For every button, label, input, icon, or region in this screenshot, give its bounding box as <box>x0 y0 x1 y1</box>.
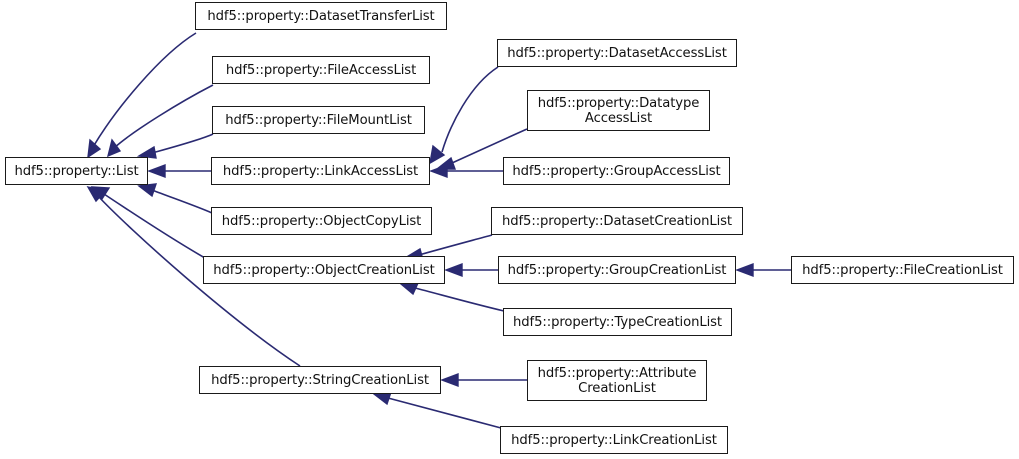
node-group-access-list[interactable]: hdf5::property::GroupAccessList <box>503 157 730 185</box>
node-label: hdf5::property::Attribute CreationList <box>537 365 697 396</box>
node-link-access-list[interactable]: hdf5::property::LinkAccessList <box>211 157 430 185</box>
node-label: hdf5::property::FileAccessList <box>225 62 417 78</box>
node-label: hdf5::property::GroupCreationList <box>507 262 727 278</box>
edge-file-creation-to-group-creation <box>735 262 791 278</box>
node-label: hdf5::property::DatasetTransferList <box>207 8 435 24</box>
node-label: hdf5::property::Datatype AccessList <box>537 95 700 126</box>
node-label: hdf5::property::List <box>14 163 139 179</box>
edge-link-access-to-list <box>147 163 211 179</box>
edge-link-creation-to-string-creation <box>372 391 502 429</box>
node-object-creation-list[interactable]: hdf5::property::ObjectCreationList <box>203 256 445 284</box>
node-label: hdf5::property::GroupAccessList <box>512 163 721 179</box>
node-datatype-access-list[interactable]: hdf5::property::Datatype AccessList <box>527 90 710 131</box>
node-label: hdf5::property::TypeCreationList <box>513 314 722 330</box>
node-label: hdf5::property::ObjectCreationList <box>213 262 435 278</box>
edge-group-access-to-link-access <box>429 163 503 179</box>
node-label: hdf5::property::ObjectCopyList <box>221 213 422 229</box>
edge-dataset-access-to-link-access <box>429 66 499 165</box>
node-label: hdf5::property::FileCreationList <box>802 262 1003 278</box>
node-string-creation-list[interactable]: hdf5::property::StringCreationList <box>199 366 441 394</box>
node-file-mount-list[interactable]: hdf5::property::FileMountList <box>212 106 425 134</box>
edge-dataset-transfer-to-list <box>87 32 197 159</box>
node-label: hdf5::property::FileMountList <box>225 112 412 128</box>
node-link-creation-list[interactable]: hdf5::property::LinkCreationList <box>500 426 728 454</box>
node-file-creation-list[interactable]: hdf5::property::FileCreationList <box>791 256 1014 284</box>
node-group-creation-list[interactable]: hdf5::property::GroupCreationList <box>498 256 736 284</box>
node-label: hdf5::property::DatasetAccessList <box>507 45 727 61</box>
node-dataset-transfer-list[interactable]: hdf5::property::DatasetTransferList <box>195 2 447 30</box>
node-type-creation-list[interactable]: hdf5::property::TypeCreationList <box>503 308 732 336</box>
edge-file-access-to-list <box>106 84 214 158</box>
node-dataset-access-list[interactable]: hdf5::property::DatasetAccessList <box>497 39 737 67</box>
edge-group-creation-to-object-creation <box>444 262 498 278</box>
edge-object-creation-to-list <box>90 186 206 259</box>
node-file-access-list[interactable]: hdf5::property::FileAccessList <box>212 56 430 84</box>
node-dataset-creation-list[interactable]: hdf5::property::DatasetCreationList <box>491 207 743 235</box>
node-list[interactable]: hdf5::property::List <box>5 157 148 185</box>
node-object-copy-list[interactable]: hdf5::property::ObjectCopyList <box>211 207 432 235</box>
node-attribute-creation-list[interactable]: hdf5::property::Attribute CreationList <box>527 360 707 401</box>
node-label: hdf5::property::LinkCreationList <box>511 432 717 448</box>
node-label: hdf5::property::StringCreationList <box>211 372 429 388</box>
edge-type-creation-to-object-creation <box>399 282 505 312</box>
node-label: hdf5::property::LinkAccessList <box>222 163 419 179</box>
edge-attribute-creation-to-string-creation <box>440 372 527 388</box>
edge-file-mount-to-list <box>136 133 214 159</box>
node-label: hdf5::property::DatasetCreationList <box>501 213 733 229</box>
edge-object-copy-to-list <box>137 183 213 214</box>
